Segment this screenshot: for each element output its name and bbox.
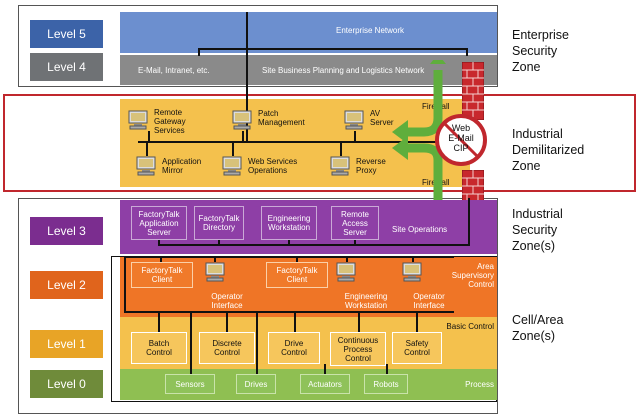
- dmz-drop: [340, 143, 342, 156]
- dmz-zone-frame: [3, 94, 636, 192]
- area-supervisory-label: Area Supervisory Control: [451, 262, 494, 289]
- computer-icon: [232, 110, 252, 130]
- computer-icon: [205, 262, 225, 282]
- traffic-arrows: [392, 60, 446, 200]
- l1-drop: [226, 311, 228, 332]
- computer-icon: [402, 262, 422, 282]
- l1-drop: [416, 311, 418, 332]
- operator-interface-1: Operator Interface: [211, 292, 243, 310]
- enterprise-hline: [198, 48, 468, 50]
- l3-drop: [218, 240, 220, 245]
- robots-box: Robots: [364, 374, 408, 394]
- computer-icon: [222, 156, 242, 176]
- level-1-label: Level 1: [30, 330, 103, 358]
- enterprise-tick-2: [466, 48, 468, 56]
- l2-drop: [160, 256, 162, 262]
- safety-control: Safety Control: [392, 332, 442, 364]
- actuators-box: Actuators: [300, 374, 350, 394]
- sensors-box: Sensors: [165, 374, 215, 394]
- dmz-item-application-mirror: Application Mirror: [162, 157, 202, 175]
- l1-drop: [294, 311, 296, 332]
- dmz-drop: [354, 131, 356, 141]
- computer-icon: [330, 156, 350, 176]
- enterprise-tick-1: [198, 48, 200, 56]
- level-4-label: Level 4: [30, 53, 103, 81]
- enterprise-zone-frame: [18, 5, 498, 87]
- level3-backbone: [158, 244, 470, 246]
- l1-drop: [358, 311, 360, 332]
- dmz-item-remote-gateway: Remote Gateway Services: [154, 108, 186, 135]
- enterprise-network-bar: [120, 12, 497, 53]
- dmz-item-av-server: AV Server: [370, 109, 394, 127]
- dmz-item-reverse-proxy: Reverse Proxy: [356, 157, 386, 175]
- l2-drop: [296, 256, 298, 262]
- industrial-zone-frame: [18, 198, 498, 414]
- level-3-label: Level 3: [30, 217, 103, 245]
- dmz-drop: [242, 131, 244, 141]
- drives-box: Drives: [236, 374, 276, 394]
- engineering-workstation-l2: Engineering Workstation: [344, 292, 388, 310]
- l3-drop: [288, 240, 290, 245]
- l1-drop: [158, 311, 160, 332]
- dmz-drop: [146, 143, 148, 156]
- site-operations-label: Site Operations: [392, 225, 448, 234]
- site-business-label: Site Business Planning and Logistics Net…: [262, 66, 425, 75]
- l0-drop: [324, 364, 326, 374]
- computer-icon: [128, 110, 148, 130]
- dmz-panel: [120, 99, 470, 187]
- l3-drop: [158, 240, 160, 245]
- firewall-top-icon: [462, 62, 484, 120]
- discrete-control: Discrete Control: [199, 332, 255, 364]
- cell-bus-l2b: [124, 256, 454, 258]
- cell-bus-l2: [124, 311, 454, 313]
- level-5-label: Level 5: [30, 20, 103, 48]
- l2-drop: [214, 256, 216, 262]
- l0-drop: [256, 313, 258, 374]
- l2-drop: [412, 256, 414, 262]
- basic-control-label: Basic Control: [446, 322, 494, 331]
- operator-interface-2: Operator Interface: [413, 292, 445, 310]
- batch-control: Batch Control: [131, 332, 187, 364]
- factorytalk-client-2: FactoryTalk Client: [266, 262, 328, 288]
- level-2-label: Level 2: [30, 271, 103, 299]
- l3-to-dmz: [468, 198, 470, 246]
- dmz-drop: [148, 131, 150, 141]
- enterprise-network-label: Enterprise Network: [335, 26, 405, 35]
- dmz-backbone: [138, 141, 440, 143]
- l2-drop: [346, 256, 348, 262]
- computer-icon: [136, 156, 156, 176]
- drive-control: Drive Control: [268, 332, 320, 364]
- factorytalk-directory: FactoryTalk Directory: [194, 206, 244, 240]
- computer-icon: [336, 262, 356, 282]
- l0-drop: [190, 313, 192, 374]
- cell-bus-top: [124, 256, 126, 312]
- dmz-item-patch-management: Patch Management: [258, 109, 305, 127]
- dmz-item-web-services: Web Services Operations: [248, 157, 298, 175]
- computer-icon: [344, 110, 364, 130]
- l0-drop: [386, 364, 388, 374]
- remote-access-server: Remote Access Server: [331, 206, 379, 240]
- level-0-label: Level 0: [30, 370, 103, 398]
- process-label: Process: [465, 380, 494, 389]
- l3-drop: [354, 240, 356, 245]
- dmz-drop: [232, 143, 234, 156]
- no-direct-traffic-icon: [435, 114, 487, 166]
- email-intranet-label: E-Mail, Intranet, etc.: [138, 66, 210, 75]
- factorytalk-client-1: FactoryTalk Client: [131, 262, 193, 288]
- factorytalk-application-server: FactoryTalk Application Server: [131, 206, 187, 240]
- engineering-workstation-l3: Engineering Workstation: [261, 206, 317, 240]
- continuous-process-control: Continuous Process Control: [330, 332, 386, 366]
